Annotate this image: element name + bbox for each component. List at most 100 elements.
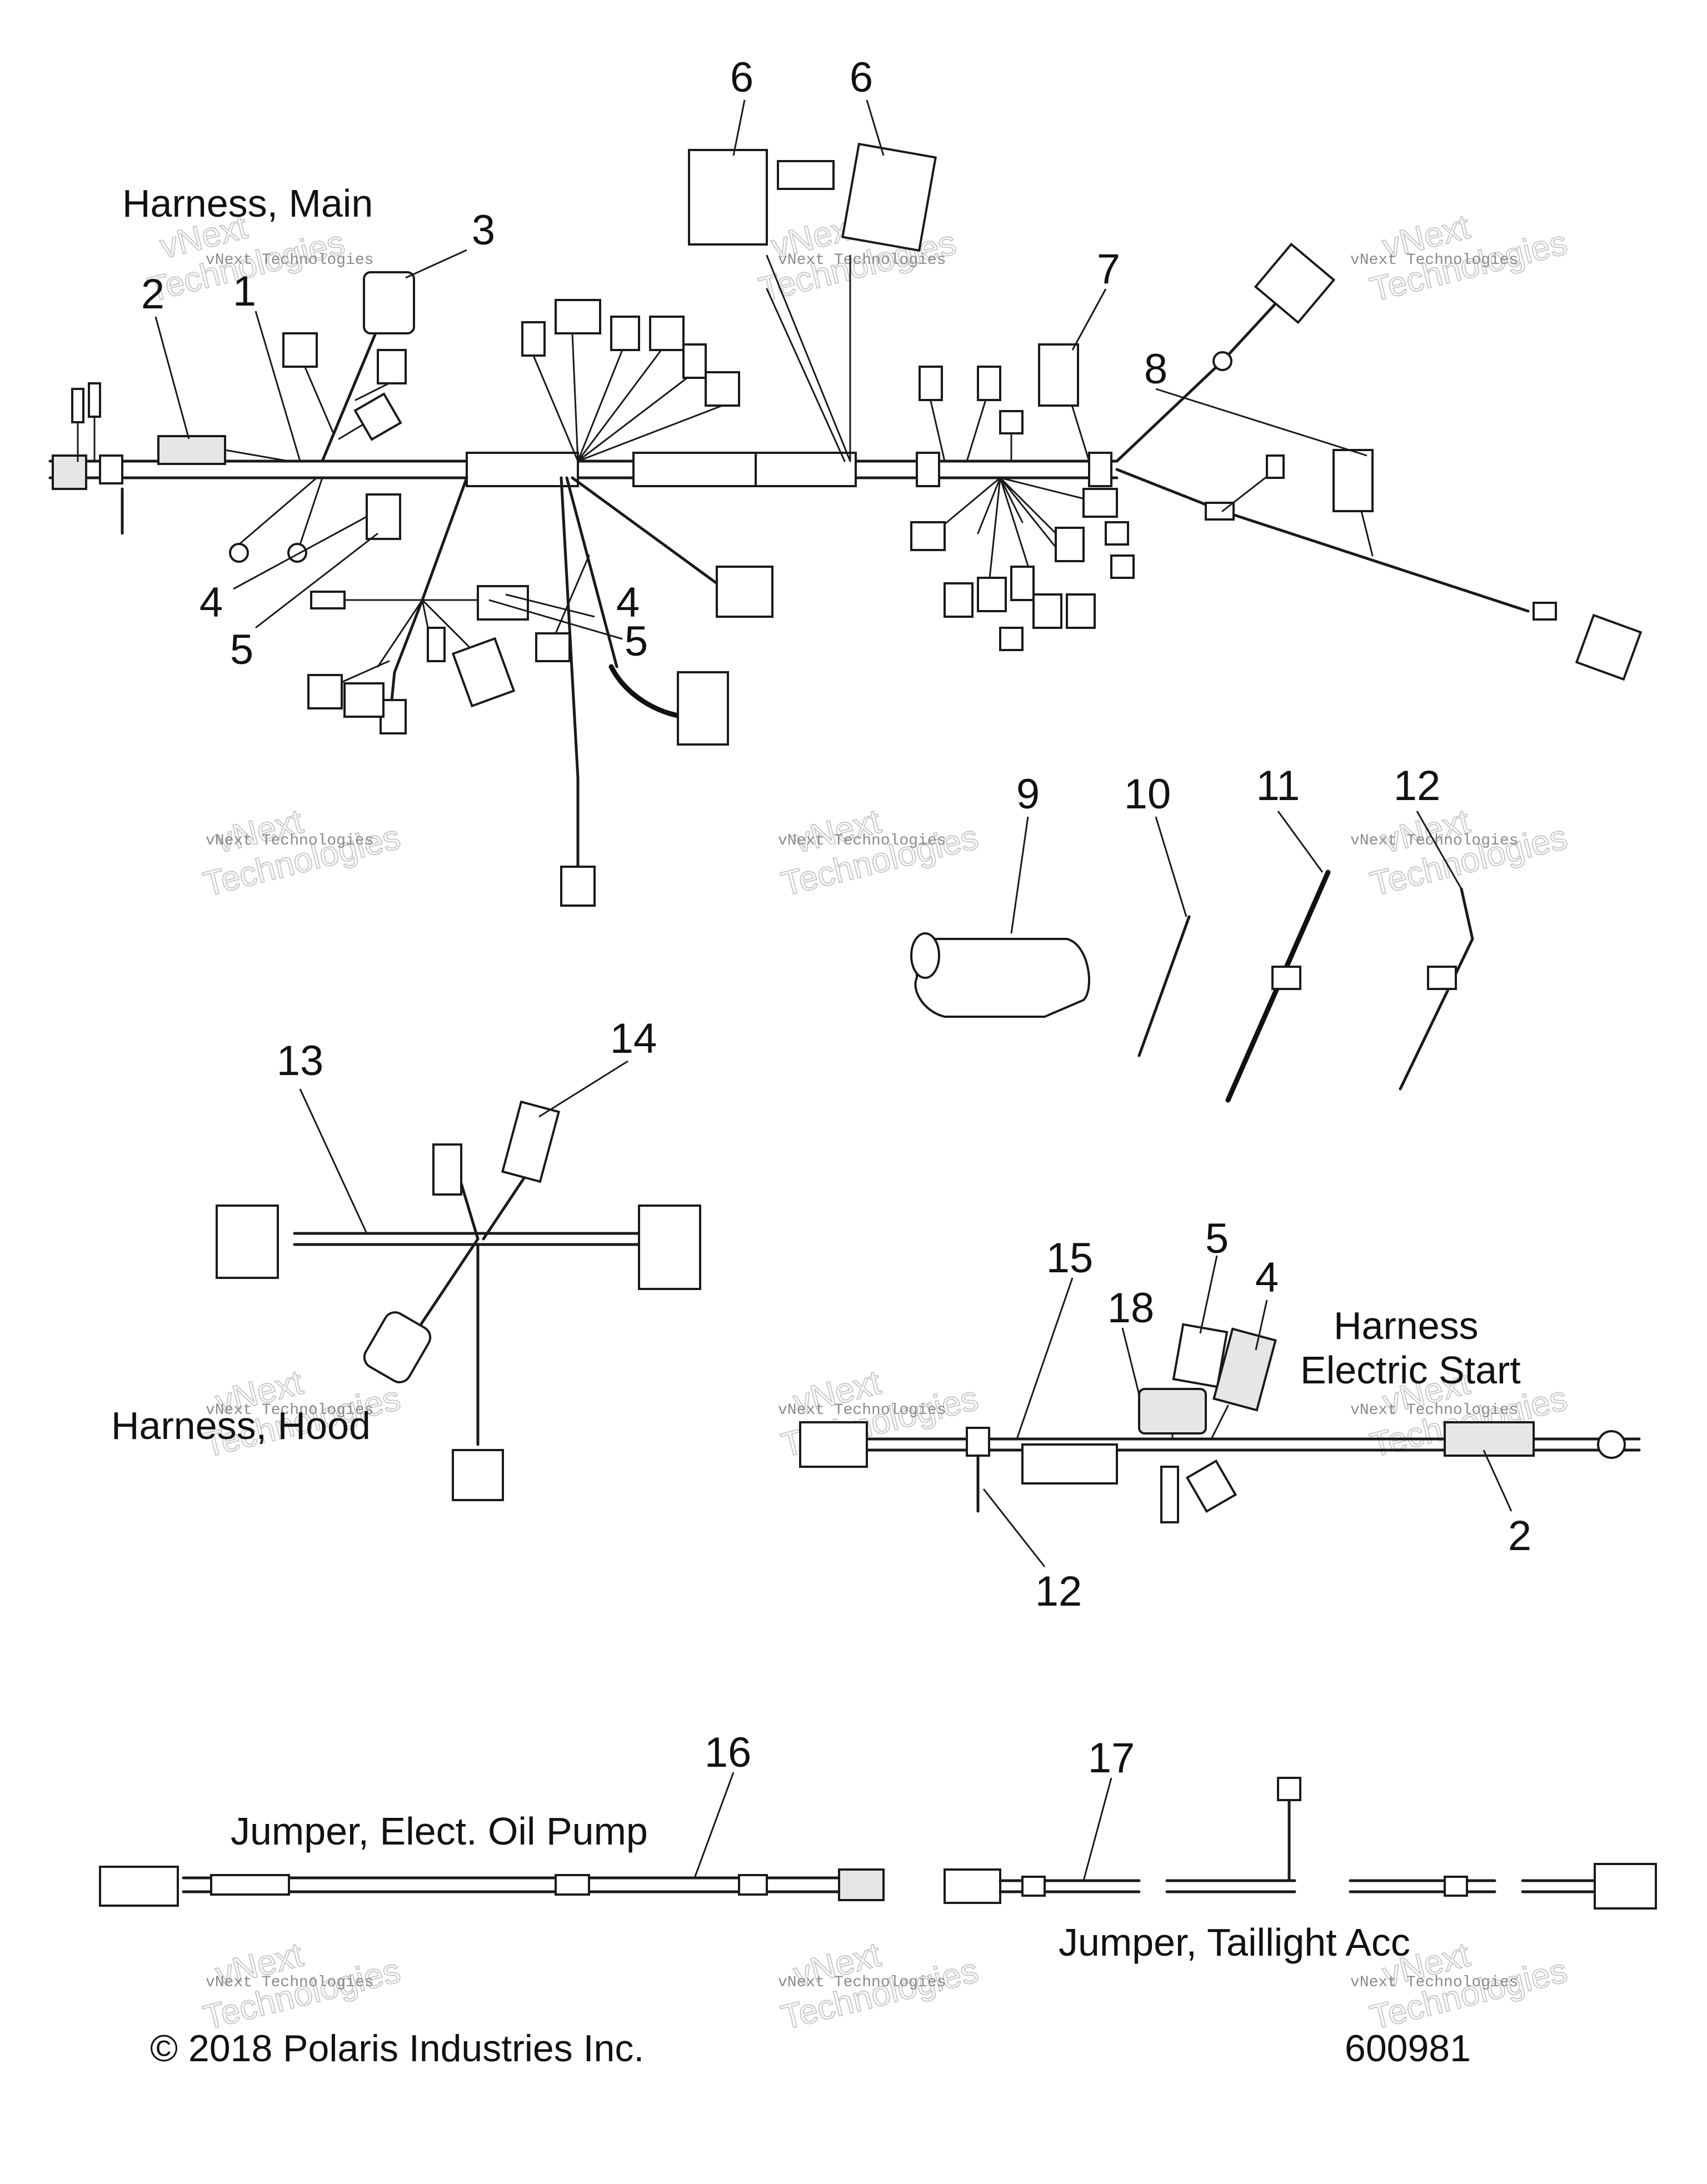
callout-1: 1	[233, 268, 256, 315]
watermark: vNext Technologies	[1350, 252, 1518, 269]
trunk-band	[1088, 452, 1112, 487]
hood-branch	[482, 1171, 530, 1241]
connector	[1105, 521, 1129, 546]
callout-6: 6	[850, 54, 873, 101]
callout-16: 16	[705, 1729, 752, 1776]
main-left-connector	[52, 454, 87, 490]
pigtail-plug	[71, 388, 84, 423]
leader-line	[1155, 388, 1367, 457]
branch-wire	[1115, 468, 1530, 613]
connector	[521, 321, 546, 357]
title-jumper-taillight: Jumper, Taillight Acc	[1059, 1921, 1410, 1964]
ground-stud	[99, 454, 123, 484]
connector	[919, 366, 943, 401]
callout-11: 11	[1256, 762, 1300, 809]
hood-connector	[638, 1205, 701, 1290]
main-harness	[48, 142, 1643, 907]
callout-13: 13	[277, 1037, 324, 1084]
connector	[1082, 488, 1118, 518]
start-connector	[799, 1421, 868, 1468]
leader-line	[1255, 1300, 1268, 1351]
watermark: vNext Technologies	[1350, 1402, 1518, 1419]
connector	[999, 410, 1024, 434]
watermark: vNext Technologies	[206, 832, 373, 849]
leader-line	[1121, 1327, 1140, 1395]
leader-line	[488, 599, 623, 640]
title-harness-hood: Harness, Hood	[111, 1404, 371, 1447]
fuse-wire	[766, 254, 851, 462]
branch-wires	[932, 477, 1090, 584]
callout-4: 4	[616, 579, 640, 626]
watermark: vNext Technologies	[206, 252, 373, 269]
jumper-wire	[1165, 1879, 1296, 1893]
connector	[310, 591, 346, 609]
connector	[535, 632, 571, 662]
callout-5: 5	[230, 626, 253, 673]
start-connector	[1021, 1443, 1118, 1485]
branch-wire	[1115, 287, 1291, 463]
connector	[427, 627, 446, 662]
trunk-sleeve	[466, 452, 579, 487]
callout-9: 9	[1016, 771, 1040, 818]
grommet	[1212, 351, 1232, 371]
connector	[451, 637, 516, 708]
fuse-relay-block	[157, 435, 226, 465]
bracket-5	[1172, 1323, 1229, 1388]
taillight-connector	[1594, 1863, 1657, 1910]
callout-10: 10	[1124, 771, 1171, 818]
leader-line	[154, 316, 190, 439]
leader-line	[505, 593, 595, 618]
branch-wire	[338, 421, 368, 440]
jumper-band	[555, 1874, 590, 1896]
title-harness-main: Harness, Main	[122, 182, 373, 225]
cable-tie-11-clip	[1271, 966, 1301, 990]
ring-terminal	[287, 543, 307, 563]
taillight-jumper	[944, 1777, 1657, 1910]
conduit-9	[914, 938, 1090, 1018]
jumper-sleeve	[210, 1874, 290, 1896]
callout-18: 18	[1107, 1285, 1155, 1332]
leader-line	[1483, 1450, 1513, 1512]
leader-line	[1082, 1777, 1112, 1881]
callout-3: 3	[472, 207, 495, 254]
branch-wire	[571, 476, 718, 585]
fuse-spare	[777, 160, 835, 190]
callout-14: 14	[610, 1015, 657, 1062]
ring-terminal	[229, 543, 249, 563]
pigtail-plug	[88, 382, 101, 418]
title-harness-electric-start-line2: Electric Start	[1300, 1348, 1521, 1392]
accessories	[910, 869, 1474, 1103]
leader-line	[405, 249, 467, 279]
start-connector	[1185, 1459, 1237, 1513]
connector-7	[1038, 343, 1079, 407]
hood-connector	[432, 1143, 462, 1196]
hood-connector	[363, 1311, 432, 1383]
branch-wire	[224, 449, 290, 462]
branch-wire	[321, 326, 380, 463]
connector	[682, 343, 707, 379]
branch-wire	[377, 599, 423, 668]
watermark: vNext Technologies	[206, 1402, 373, 1419]
leader-line	[538, 1060, 628, 1118]
connector	[1032, 593, 1062, 629]
connector	[307, 674, 343, 709]
fuse-holder-2	[1444, 1421, 1535, 1457]
connector	[977, 577, 1007, 612]
connector	[716, 566, 773, 618]
cable-tie-12	[1399, 887, 1474, 1091]
connector	[977, 366, 1001, 401]
title-jumper-oil-pump: Jumper, Elect. Oil Pump	[231, 1810, 648, 1853]
watermark: vNext Technologies	[778, 832, 946, 849]
connector	[477, 585, 529, 621]
connector-3	[363, 271, 415, 334]
leader-line	[233, 516, 367, 590]
connector	[999, 627, 1024, 651]
hood-branch	[410, 1237, 480, 1341]
leader-lines	[154, 99, 1513, 1881]
cable-tie-10	[1137, 915, 1191, 1057]
connector	[610, 316, 640, 351]
hood-harness	[216, 1100, 701, 1501]
watermark: vNext Technologies	[778, 1974, 946, 1991]
leader-line	[254, 311, 301, 462]
